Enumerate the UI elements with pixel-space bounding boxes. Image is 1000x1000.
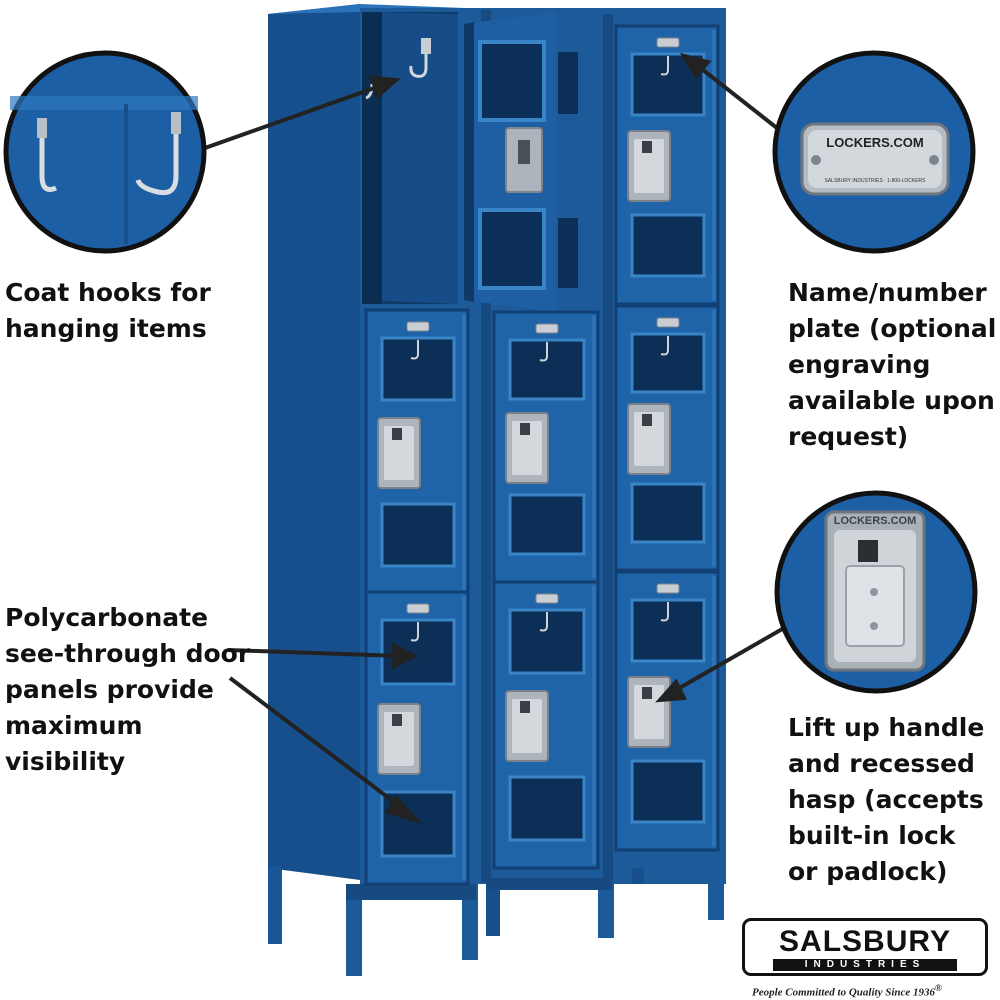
door-window [478,40,546,122]
logo-subtitle: INDUSTRIES [773,959,957,971]
detail-circle-name-plate: LOCKERS.COM SALSBURY INDUSTRIES · 1-800-… [772,50,976,254]
logo-tagline-text: People Committed to Quality Since 1936 [752,986,936,999]
locker-leg [462,884,478,960]
handle-brand: LOCKERS.COM [834,515,917,527]
coat-hook-icon [39,126,57,192]
door-window [478,208,546,290]
locker-base [486,878,612,890]
caption-polycarbonate: Polycarbonate see-through door panels pr… [5,603,251,776]
logo-name: SALSBURY [779,925,951,958]
name-plate-icon [656,317,680,328]
door-window [380,502,456,568]
logo-tagline: People Committed to Quality Since 1936® [752,983,942,999]
coat-hook-icon [539,342,548,362]
coat-hook-icon [410,340,419,360]
callout-line-handle [675,626,785,692]
locker-door [364,590,470,886]
door-window [630,759,706,824]
locker-door [614,304,720,572]
callout-line-coat-hooks [204,84,381,150]
locker-leg [632,868,644,884]
locker-base [346,884,476,900]
name-plate-icon [656,583,680,594]
locker-side-panel [268,4,360,880]
locker-door [614,570,720,852]
coat-hook-icon [660,56,669,76]
name-plate-icon [406,603,430,614]
caption-handle: Lift up handle and recessed hasp (accept… [788,713,985,886]
door-window [630,213,706,278]
door-window [508,493,586,556]
name-plate-icon [406,321,430,332]
callout-line-polycarbonate-lower [228,676,404,810]
locker-leg [346,884,362,976]
name-plate-icon [535,593,559,604]
coat-hook-icon [539,612,548,632]
locker-door [614,24,720,306]
name-plate-icon [535,323,559,334]
coat-hook-icon [660,602,669,622]
name-plate-brand: LOCKERS.COM [826,135,924,150]
callout-lines [204,52,785,824]
callout-line-name-plate [696,64,784,134]
salsbury-logo: SALSBURY INDUSTRIES [742,918,992,976]
coat-hook-icon [660,336,669,356]
caption-coat-hooks: Coat hooks for hanging items [5,278,211,343]
coat-hook-icon [410,622,419,642]
locker-door [364,308,470,596]
logo-trademark: ® [935,983,942,993]
detail-circle-handle: LOCKERS.COM [774,490,978,694]
coat-hook-icon [409,42,428,78]
open-door [464,12,556,312]
locker-leg [598,880,614,938]
salsbury-logo-badge: SALSBURY INDUSTRIES [742,918,988,976]
locker-door [492,310,600,584]
detail-circle-coat-hooks [3,50,207,254]
coat-hook-icon [135,120,179,196]
locker-leg [268,866,282,944]
callout-line-polycarbonate-upper [227,648,399,658]
locker-leg [708,850,724,920]
name-plate-small-text: SALSBURY INDUSTRIES · 1-800-LOCKERS [825,178,927,184]
locker-leg [486,880,500,936]
door-window [630,482,706,544]
door-window [508,775,586,842]
caption-name-plate: Name/number plate (optional engraving av… [788,278,997,451]
name-plate-icon [656,37,680,48]
locker-doors [364,24,720,886]
locker-door [492,580,600,870]
